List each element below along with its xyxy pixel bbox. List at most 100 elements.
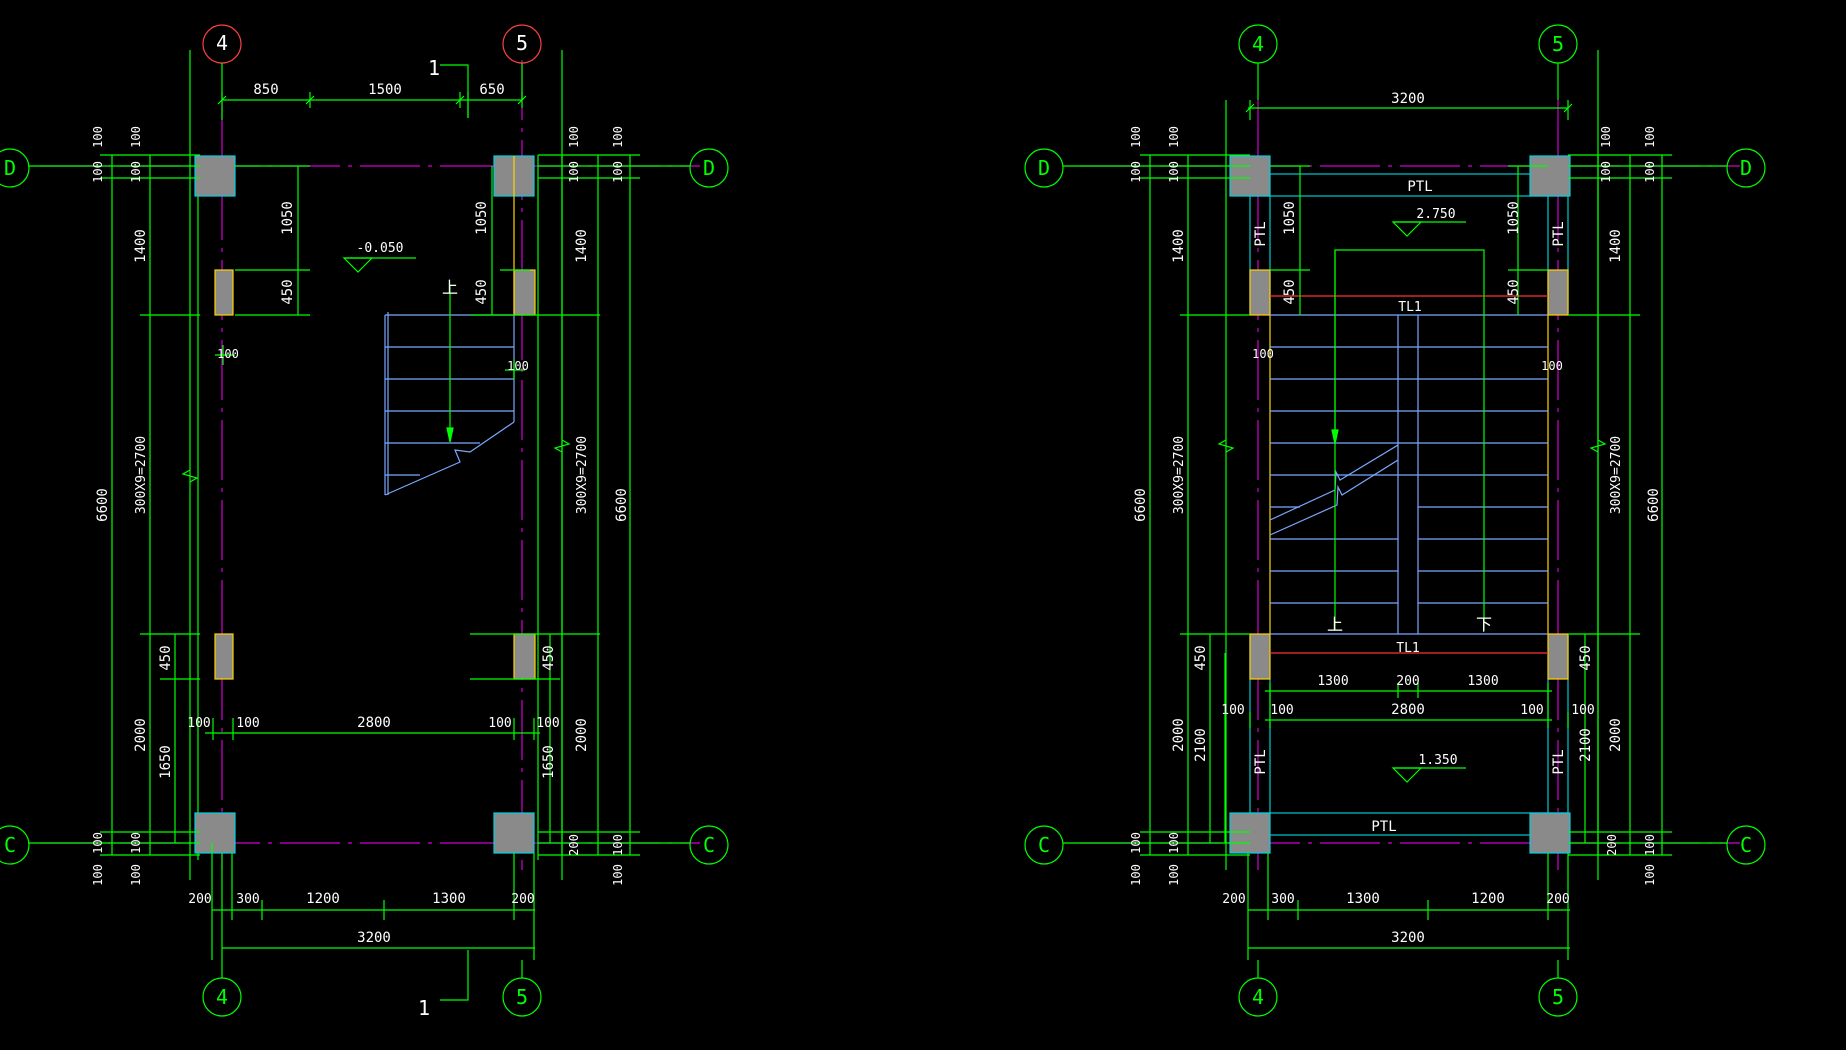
beam-label: PTL bbox=[1253, 221, 1269, 246]
beam-label: PTL bbox=[1551, 221, 1567, 246]
column bbox=[1249, 269, 1271, 316]
dim-text: 650 bbox=[479, 82, 504, 98]
axis-label-5: 5 bbox=[1552, 985, 1564, 1009]
dim-text: 450 bbox=[1578, 645, 1594, 670]
dim-text: 100 bbox=[1643, 864, 1657, 886]
beam-label: PTL bbox=[1551, 749, 1567, 774]
dim-text: 100 bbox=[1643, 161, 1657, 183]
axis-bubble-c-left-right bbox=[1024, 825, 1064, 865]
left-plan-right-dim-lines bbox=[470, 154, 640, 856]
dim-text: 100 bbox=[1643, 126, 1657, 148]
dim-text: 2000 bbox=[133, 718, 149, 752]
dim-text: 3200 bbox=[1391, 930, 1425, 946]
column bbox=[214, 269, 234, 316]
right-stair-guide bbox=[1331, 249, 1485, 630]
dim-text: 100 bbox=[1599, 161, 1613, 183]
dim-text: 200 bbox=[1222, 892, 1245, 907]
dim-text: 850 bbox=[253, 82, 278, 98]
dim-text: 2100 bbox=[1193, 728, 1209, 762]
axis-label-4: 4 bbox=[216, 985, 228, 1009]
dim-text: 200 bbox=[511, 892, 534, 907]
column bbox=[1249, 633, 1271, 680]
dim-text: 1500 bbox=[368, 82, 402, 98]
right-stair-treads bbox=[1269, 314, 1548, 635]
dim-text: 1300 bbox=[1467, 674, 1498, 689]
axis-label-4: 4 bbox=[216, 31, 228, 55]
dim-text: 100 bbox=[567, 126, 581, 148]
axis-bubble-c-right-left bbox=[689, 825, 729, 865]
axis-label-c: C bbox=[1038, 833, 1050, 857]
left-inner-dim-line bbox=[205, 345, 540, 740]
dim-text: 100 bbox=[187, 716, 210, 731]
dim-text: 100 bbox=[1167, 161, 1181, 183]
beam-label: PTL bbox=[1371, 819, 1396, 835]
right-stair-plan bbox=[1024, 24, 1766, 1017]
column bbox=[493, 812, 535, 854]
dim-text: 6600 bbox=[95, 488, 111, 522]
beam-label: TL1 bbox=[1396, 641, 1419, 656]
dim-text: 3200 bbox=[1391, 91, 1425, 107]
axis-label-c: C bbox=[703, 833, 715, 857]
dim-text: 100 bbox=[91, 832, 105, 854]
dim-text: 100 bbox=[129, 832, 143, 854]
dim-text: 100 bbox=[1571, 703, 1594, 718]
dim-text: 100 bbox=[1167, 126, 1181, 148]
dim-text: 100 bbox=[1643, 834, 1657, 856]
dim-text: 2000 bbox=[574, 718, 590, 752]
axis-bubble-d-left-right bbox=[1024, 148, 1064, 188]
right-top-dim-line bbox=[1245, 100, 1573, 120]
axis-label-5: 5 bbox=[516, 985, 528, 1009]
dim-text: 100 bbox=[129, 161, 143, 183]
dim-text: 1050 bbox=[1506, 201, 1522, 235]
dim-text: 1400 bbox=[133, 229, 149, 263]
axis-label-c: C bbox=[1740, 833, 1752, 857]
dim-text: 200 bbox=[567, 834, 581, 856]
dim-text: 200 bbox=[1396, 674, 1419, 689]
dim-text: 1300 bbox=[432, 891, 466, 907]
elevation-text: -0.050 bbox=[357, 241, 404, 256]
dim-text: 100 bbox=[507, 359, 529, 373]
column bbox=[513, 633, 536, 680]
axis-bubble-d-right-right bbox=[1726, 148, 1766, 188]
column bbox=[1547, 269, 1569, 316]
axis-label-5: 5 bbox=[516, 31, 528, 55]
right-columns bbox=[1229, 155, 1571, 854]
axis-label-d: D bbox=[4, 156, 16, 180]
dim-text: 100 bbox=[1599, 126, 1613, 148]
dim-text: 450 bbox=[474, 279, 490, 304]
axis-label-4: 4 bbox=[1252, 985, 1264, 1009]
dim-text: 1050 bbox=[1282, 201, 1298, 235]
column bbox=[1229, 812, 1271, 854]
dim-text: 2800 bbox=[1391, 702, 1425, 718]
dim-text: 2000 bbox=[1171, 718, 1187, 752]
dim-text: 3200 bbox=[357, 930, 391, 946]
right-plan-left-dim-lines bbox=[1140, 100, 1310, 870]
dim-text: 1300 bbox=[1346, 891, 1380, 907]
elevation-text: 2.750 bbox=[1416, 207, 1455, 222]
dim-text: 300 bbox=[236, 892, 259, 907]
dim-text: 450 bbox=[1193, 645, 1209, 670]
column bbox=[1547, 633, 1569, 680]
dim-text: 100 bbox=[611, 126, 625, 148]
left-elevation-marker bbox=[342, 257, 416, 273]
dim-text: 1050 bbox=[474, 201, 490, 235]
column bbox=[1529, 155, 1571, 197]
dim-text: 100 bbox=[611, 864, 625, 886]
up-mark: 上 bbox=[442, 278, 458, 297]
left-section-mark-top bbox=[440, 64, 469, 118]
dim-text: 100 bbox=[567, 161, 581, 183]
dim-text: 2800 bbox=[357, 715, 391, 731]
dim-text: 100 bbox=[91, 864, 105, 886]
dim-text: 300X9=2700 bbox=[1172, 436, 1187, 514]
beam-label: TL1 bbox=[1398, 300, 1421, 315]
right-plan-text: 4 5 4 5 D D C C 3200 PTL PTL PTL PTL PTL… bbox=[1038, 32, 1752, 1009]
column bbox=[1229, 155, 1271, 197]
dim-text: 6600 bbox=[614, 488, 630, 522]
column bbox=[1529, 812, 1571, 854]
dim-text: 200 bbox=[188, 892, 211, 907]
dim-text: 300X9=2700 bbox=[1609, 436, 1624, 514]
dim-text: 100 bbox=[611, 161, 625, 183]
column bbox=[194, 155, 236, 197]
dim-text: 6600 bbox=[1133, 488, 1149, 522]
